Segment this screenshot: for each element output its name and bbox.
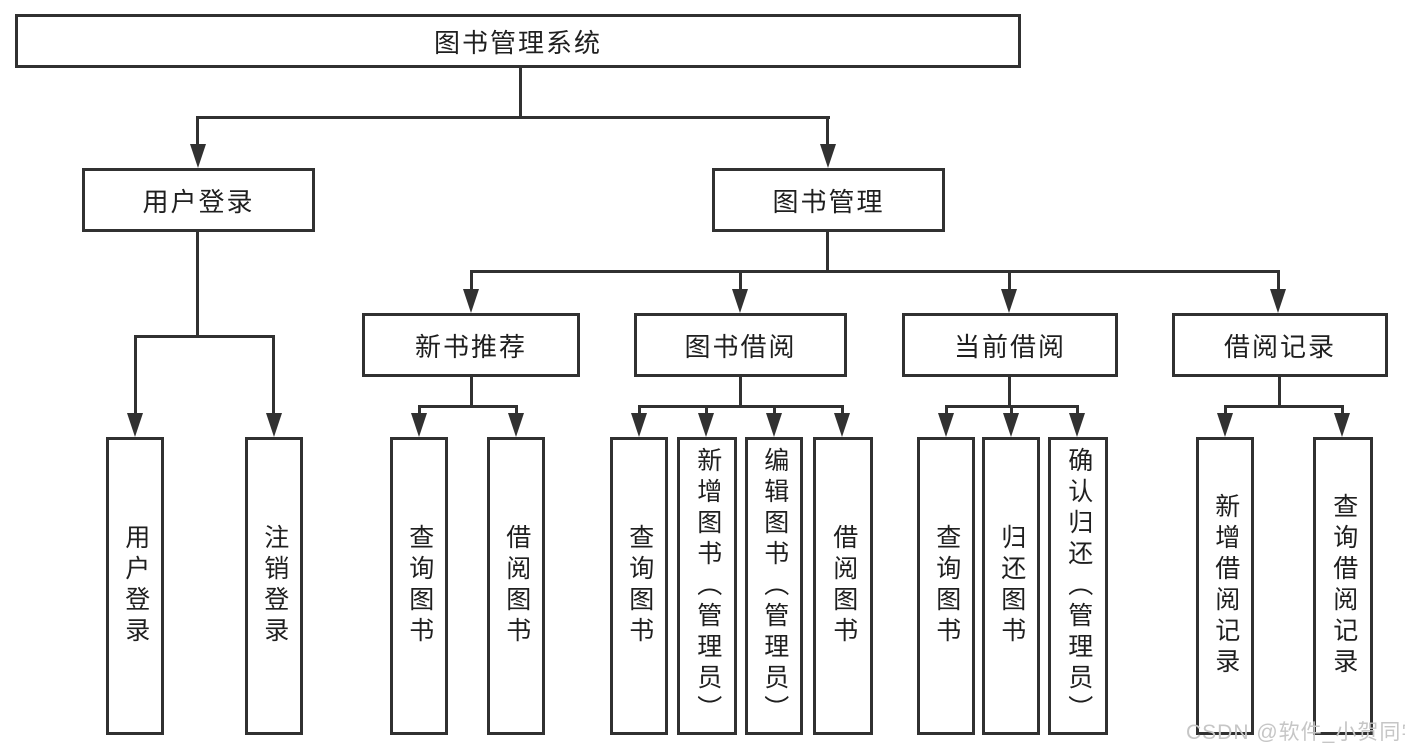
leaf-borrow-books-recommend: 借阅图书 [487,437,545,735]
arrow-down-icon [732,289,748,313]
arrow-down-icon [1069,413,1085,437]
arrow-down-icon [834,413,850,437]
leaf-query-books-recommend: 查询图书 [390,437,448,735]
connector-line [470,270,473,292]
node-book-borrow: 图书借阅 [634,313,847,377]
node-borrow-records: 借阅记录 [1172,313,1388,377]
connector-line [1278,377,1281,407]
connector-line [1010,405,1013,417]
connector-line [519,68,522,119]
connector-line [272,335,275,418]
connector-line [197,116,830,119]
arrow-down-icon [411,413,427,437]
leaf-add-books-admin: 新增图书（管理员） [677,437,737,735]
watermark-text: CSDN @软件_小贺同学 [1186,721,1405,744]
node-current-borrow: 当前借阅 [902,313,1118,377]
leaf-return-books: 归还图书 [982,437,1040,735]
arrow-down-icon [127,413,143,437]
connector-line [739,377,742,407]
connector-line [1277,270,1280,292]
arrow-down-icon [766,413,782,437]
connector-line [773,405,776,417]
connector-line [418,405,518,408]
leaf-query-books-borrow: 查询图书 [610,437,668,735]
connector-line [945,405,948,417]
connector-line [1341,405,1344,417]
leaf-confirm-return-admin: 确认归还（管理员） [1048,437,1108,735]
arrow-down-icon [1334,413,1350,437]
leaf-logout: 注销登录 [245,437,303,735]
connector-line [739,270,742,292]
arrow-down-icon [508,413,524,437]
arrow-down-icon [266,413,282,437]
connector-line [196,232,199,337]
connector-line [1076,405,1079,417]
arrow-down-icon [1270,289,1286,313]
connector-line [826,232,829,273]
connector-line [515,405,518,417]
arrow-down-icon [463,289,479,313]
arrow-down-icon [1003,413,1019,437]
leaf-user-login: 用户登录 [106,437,164,735]
connector-line [134,335,137,418]
node-new-book-recommend: 新书推荐 [362,313,580,377]
connector-line [638,405,641,417]
arrow-down-icon [631,413,647,437]
arrow-down-icon [820,144,836,168]
node-user-login: 用户登录 [82,168,315,232]
leaf-query-borrow-record: 查询借阅记录 [1313,437,1373,735]
leaf-borrow-books: 借阅图书 [813,437,873,735]
connector-line [1224,405,1227,417]
connector-line [638,405,844,408]
connector-line [1224,405,1344,408]
connector-line [705,405,708,417]
connector-line [470,270,1280,273]
leaf-edit-books-admin: 编辑图书（管理员） [745,437,803,735]
arrow-down-icon [190,144,206,168]
arrow-down-icon [698,413,714,437]
connector-line [826,116,829,148]
connector-line [134,335,275,338]
connector-line [841,405,844,417]
node-book-management: 图书管理 [712,168,945,232]
connector-line [1008,270,1011,292]
leaf-query-books-current: 查询图书 [917,437,975,735]
connector-line [470,377,473,407]
arrow-down-icon [938,413,954,437]
arrow-down-icon [1001,289,1017,313]
connector-line [418,405,421,417]
arrow-down-icon [1217,413,1233,437]
leaf-add-borrow-record: 新增借阅记录 [1196,437,1254,735]
connector-line [196,116,199,148]
node-root: 图书管理系统 [15,14,1021,68]
connector-line [1008,377,1011,407]
